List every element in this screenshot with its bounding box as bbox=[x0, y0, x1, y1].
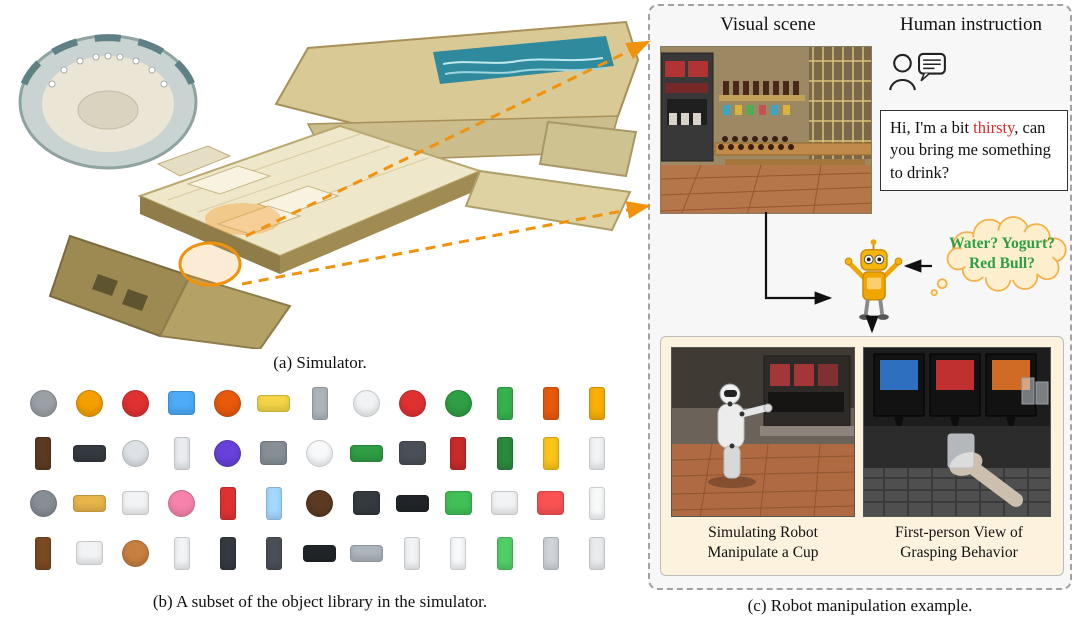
object-orange bbox=[75, 389, 103, 417]
thought-line2: Red Bull? bbox=[969, 255, 1035, 273]
object-black-tray bbox=[303, 544, 337, 562]
visual-scene-title: Visual scene bbox=[720, 14, 816, 35]
object-watermelon bbox=[444, 389, 472, 417]
object-gray-basket bbox=[349, 544, 383, 562]
object-dark-pouch bbox=[398, 441, 426, 465]
person-speech-icon bbox=[889, 52, 946, 91]
object-red-snack-bag bbox=[542, 386, 559, 420]
object-plush-toy bbox=[306, 439, 334, 467]
object-red-book bbox=[450, 436, 467, 470]
object-dark-box bbox=[352, 491, 380, 515]
object-milk-drink bbox=[450, 536, 467, 570]
object-mortar-pestle bbox=[29, 489, 57, 517]
object-kettle bbox=[29, 389, 57, 417]
object-black-bin bbox=[219, 536, 236, 570]
caption-a: (a) Simulator. bbox=[273, 353, 367, 372]
object-coffee-cup bbox=[35, 536, 52, 570]
caption-c: (c) Robot manipulation example. bbox=[747, 596, 973, 615]
object-spray-bottle bbox=[404, 536, 421, 570]
object-milk-bottle bbox=[588, 436, 605, 470]
object-bread-loaf bbox=[121, 539, 149, 567]
object-cucumber bbox=[349, 444, 383, 462]
object-rubiks-cube bbox=[537, 491, 565, 515]
right-example-caption: First-person View of Grasping Behavior bbox=[895, 524, 1023, 562]
robot-manipulation-image bbox=[671, 347, 855, 517]
object-black-slipper bbox=[72, 444, 106, 462]
object-yellow-bowl bbox=[257, 394, 291, 412]
object-grid bbox=[20, 378, 620, 578]
robot-manipulation-panel: Visual scene Human instruction bbox=[648, 4, 1072, 590]
object-water-bottle bbox=[588, 536, 605, 570]
left-example-caption: Simulating Robot Manipulate a Cup bbox=[707, 524, 819, 562]
object-snack-cup bbox=[542, 436, 559, 470]
object-white-pack bbox=[491, 491, 519, 515]
object-white-carton bbox=[173, 536, 190, 570]
object-white-cup bbox=[173, 436, 190, 470]
object-donut bbox=[168, 489, 196, 517]
object-gray-roll bbox=[311, 386, 328, 420]
object-apple bbox=[214, 389, 242, 417]
object-blue-snack-pack bbox=[168, 391, 196, 415]
caption-b: (b) A subset of the object library in th… bbox=[152, 592, 488, 611]
object-chips-can bbox=[219, 486, 236, 520]
object-green-drink-bottle bbox=[496, 536, 513, 570]
thought-cloud bbox=[930, 216, 1067, 297]
object-kitchen-scale bbox=[75, 541, 103, 565]
object-green-bottle bbox=[496, 436, 513, 470]
object-thermos bbox=[265, 536, 282, 570]
object-milk-carton bbox=[265, 486, 282, 520]
object-calculator bbox=[260, 441, 288, 465]
object-white-bowl bbox=[121, 439, 149, 467]
object-coffee-mug bbox=[72, 494, 106, 512]
object-strawberry bbox=[121, 389, 149, 417]
object-yellow-juice-carton bbox=[588, 386, 605, 420]
object-paper-cup bbox=[542, 536, 559, 570]
first-person-view-image bbox=[863, 347, 1051, 517]
object-green-juice-box bbox=[496, 386, 513, 420]
object-tissue-box bbox=[121, 491, 149, 515]
simulator-illustration bbox=[18, 20, 640, 349]
visual-scene-image bbox=[660, 46, 872, 214]
object-bead-bracelet bbox=[306, 489, 334, 517]
thought-text: Water? Yogurt? Red Bull? bbox=[942, 234, 1062, 274]
examples-panel: Simulating Robot Manipulate a Cup First-… bbox=[660, 336, 1064, 576]
object-teddy-bear bbox=[352, 389, 380, 417]
instruction-box: Hi, I'm a bit thirsty, can you bring me … bbox=[880, 110, 1068, 191]
human-instruction-title: Human instruction bbox=[900, 14, 1042, 35]
object-black-pot bbox=[395, 494, 429, 512]
thought-line1: Water? Yogurt? bbox=[949, 235, 1055, 252]
object-white-bag bbox=[588, 486, 605, 520]
instruction-part2: , can you bring me something to drink? bbox=[890, 118, 1051, 182]
instruction-highlight: thirsty bbox=[973, 118, 1015, 137]
instruction-part1: Hi, I'm a bit bbox=[890, 118, 974, 137]
object-tomato bbox=[398, 389, 426, 417]
robot-icon bbox=[844, 239, 903, 320]
object-mangosteen bbox=[214, 439, 242, 467]
object-soy-sauce-bottle bbox=[35, 436, 52, 470]
object-green-scrubber bbox=[444, 491, 472, 515]
